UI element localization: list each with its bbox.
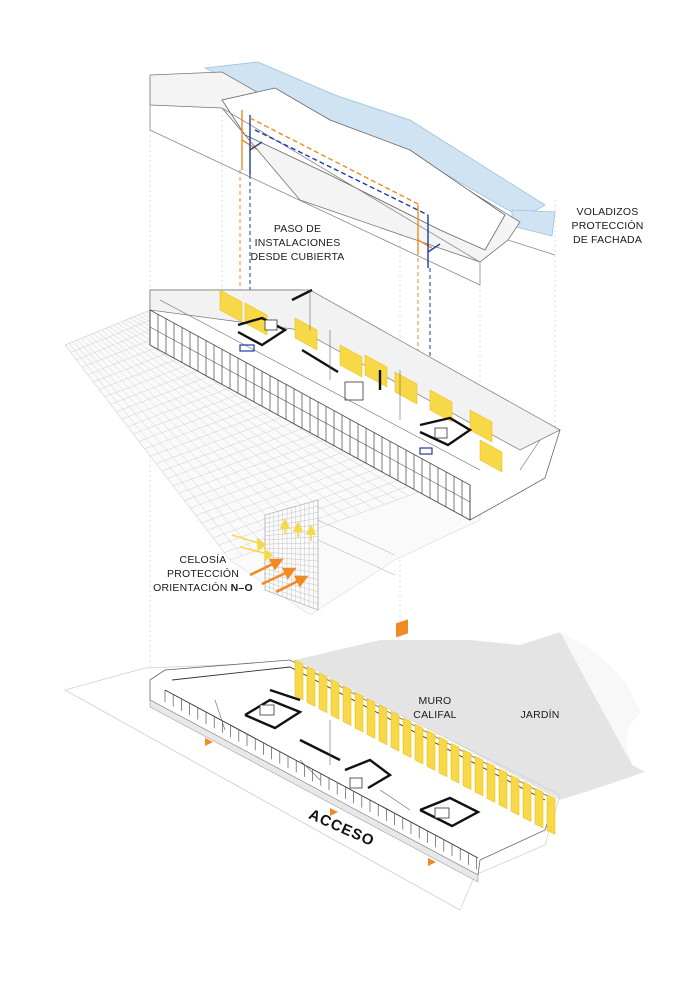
label-voladizos: VOLADIZOS PROTECCIÓN DE FACHADA xyxy=(571,206,644,246)
yellow-fin xyxy=(479,439,503,473)
yellow-fin xyxy=(378,704,388,746)
label-paso-instalaciones: PASO DE INSTALACIONES DESDE CUBIERTA xyxy=(250,223,345,263)
yellow-fin xyxy=(462,749,472,791)
yellow-fin xyxy=(546,793,556,835)
yellow-fin xyxy=(534,787,544,829)
yellow-fin xyxy=(469,409,493,443)
yellow-fin xyxy=(414,723,424,765)
yellow-fin xyxy=(474,755,484,797)
yellow-fin xyxy=(438,736,448,778)
celosia-screen xyxy=(264,499,396,611)
yellow-fin xyxy=(486,761,496,803)
label-jardin: JARDÍN xyxy=(520,709,560,721)
yellow-fin xyxy=(342,685,352,727)
yellow-fin xyxy=(429,389,453,423)
yellow-fin xyxy=(339,344,363,378)
garden-area xyxy=(295,632,645,800)
yellow-fin xyxy=(402,717,412,759)
yellow-fin xyxy=(330,678,340,720)
yellow-fin xyxy=(306,665,316,707)
yellow-fin xyxy=(354,691,364,733)
yellow-fin xyxy=(522,781,532,823)
yellow-fin xyxy=(450,742,460,784)
yellow-fin xyxy=(390,710,400,752)
yellow-fin xyxy=(318,672,328,714)
yellow-fin xyxy=(498,768,508,810)
light-arrow-icon xyxy=(231,518,317,594)
first-floor-layer xyxy=(64,288,561,616)
label-muro-califal: MURO CALIFAL xyxy=(413,695,457,721)
label-celosia: CELOSÍA PROTECCIÓN ORIENTACIÓN N–O xyxy=(153,554,253,594)
utility-runs xyxy=(239,110,441,450)
yellow-fin xyxy=(510,774,520,816)
access-arrow-icon xyxy=(205,738,436,866)
yellow-fin xyxy=(364,354,388,388)
yellow-fin xyxy=(366,697,376,739)
ground-floor-layer xyxy=(64,619,645,911)
yellow-fin xyxy=(294,317,318,351)
yellow-fin xyxy=(426,729,436,771)
yellow-fin xyxy=(294,659,304,701)
yellow-fin xyxy=(219,289,243,323)
yellow-fin xyxy=(394,371,418,405)
entrance-door xyxy=(396,619,408,638)
